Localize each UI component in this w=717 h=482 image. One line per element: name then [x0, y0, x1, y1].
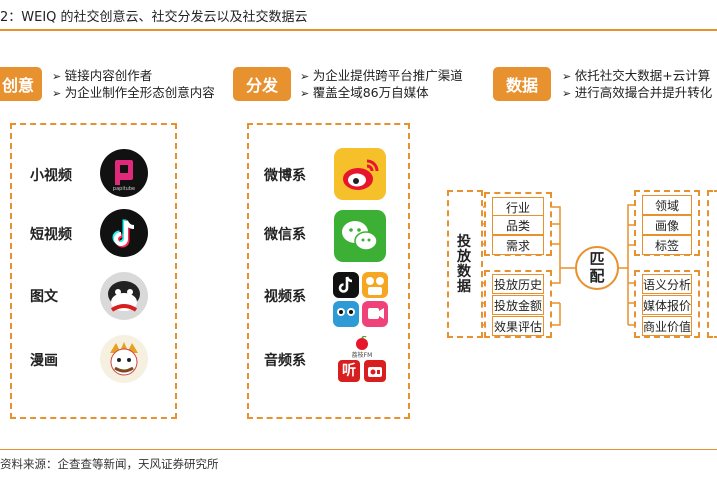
- data-bullet-1: 依托社交大数据+云计算: [562, 68, 712, 85]
- delivery-group-basic: 行业 品类 需求: [484, 192, 552, 256]
- delivery-data-bracket: [447, 190, 483, 338]
- page-title: 2：WEIQ 的社交创意云、社交分发云以及社交数据云: [0, 10, 308, 25]
- row-label-wechat: 微信系: [264, 227, 306, 243]
- creative-bullet-2: 为企业制作全形态创意内容: [52, 85, 215, 102]
- item-commercial-value: 商业价值: [642, 316, 692, 336]
- row-label-short-video-small: 小视频: [30, 168, 72, 184]
- item-field: 领域: [642, 195, 692, 215]
- media-data-bracket: [707, 190, 717, 338]
- radio-app-icon: [364, 360, 386, 382]
- data-bullet-2: 进行高效撮合并提升转化: [562, 85, 713, 102]
- audio-apps-icon: 荔枝FM 听: [336, 335, 388, 396]
- match-label: 匹配: [589, 250, 605, 285]
- item-media-quote: 媒体报价: [642, 295, 692, 315]
- distribution-bullet-2: 覆盖全域86万自媒体: [300, 85, 463, 102]
- douyin-icon: [100, 209, 148, 257]
- item-industry: 行业: [492, 197, 544, 217]
- video-apps-icon: [333, 272, 389, 328]
- item-demand: 需求: [492, 235, 544, 255]
- media-group-profile: 领域 画像 标签: [634, 190, 700, 256]
- data-tag: 数据: [493, 67, 551, 101]
- match-circle: 匹配: [575, 246, 619, 290]
- media-group-value: 语义分析 媒体报价 商业价值: [634, 270, 700, 338]
- row-label-image-text: 图文: [30, 289, 58, 305]
- item-persona: 画像: [642, 215, 692, 235]
- papitube-icon: [100, 149, 148, 197]
- papitube-logo-text: papitube: [112, 186, 136, 192]
- creative-bullets: 链接内容创作者 为企业制作全形态创意内容: [52, 68, 215, 102]
- source-note: 资料来源：企查查等新闻，天风证券研究所: [0, 457, 219, 471]
- creative-tag: 创意: [0, 67, 42, 101]
- distribution-bullet-1: 为企业提供跨平台推广渠道: [300, 68, 463, 85]
- delivery-group-history: 投放历史 投放金额 效果评估: [484, 270, 552, 338]
- row-label-short-video: 短视频: [30, 227, 72, 243]
- ximalaya-app-icon: 听: [338, 360, 360, 382]
- title-divider: [0, 29, 717, 31]
- weibo-icon: [334, 148, 386, 200]
- item-tags: 标签: [642, 235, 692, 255]
- row-label-video: 视频系: [264, 289, 306, 305]
- item-semantic-analysis: 语义分析: [642, 274, 692, 294]
- footer-divider: [0, 449, 717, 450]
- distribution-tag: 分发: [233, 67, 291, 101]
- data-bullets: 依托社交大数据+云计算 进行高效撮合并提升转化: [562, 68, 713, 102]
- row-label-weibo: 微博系: [264, 168, 306, 184]
- manga-avatar-icon: [100, 335, 148, 383]
- row-label-manga: 漫画: [30, 353, 58, 369]
- item-delivery-amount: 投放金额: [492, 295, 544, 315]
- delivery-data-title: 投放数据: [457, 234, 471, 295]
- item-delivery-history: 投放历史: [492, 274, 544, 294]
- creative-bullet-1: 链接内容创作者: [52, 68, 215, 85]
- distribution-bullets: 为企业提供跨平台推广渠道 覆盖全域86万自媒体: [300, 68, 463, 102]
- lizhi-fm-logo-text: 荔枝FM: [351, 352, 373, 359]
- distribution-panel: [247, 123, 410, 419]
- creative-panel: [10, 123, 177, 419]
- wechat-icon: [334, 210, 386, 262]
- item-effect-evaluation: 效果评估: [492, 316, 544, 336]
- cartoon-avatar-icon: [100, 272, 148, 320]
- row-label-audio: 音频系: [264, 353, 306, 369]
- item-category: 品类: [492, 215, 544, 235]
